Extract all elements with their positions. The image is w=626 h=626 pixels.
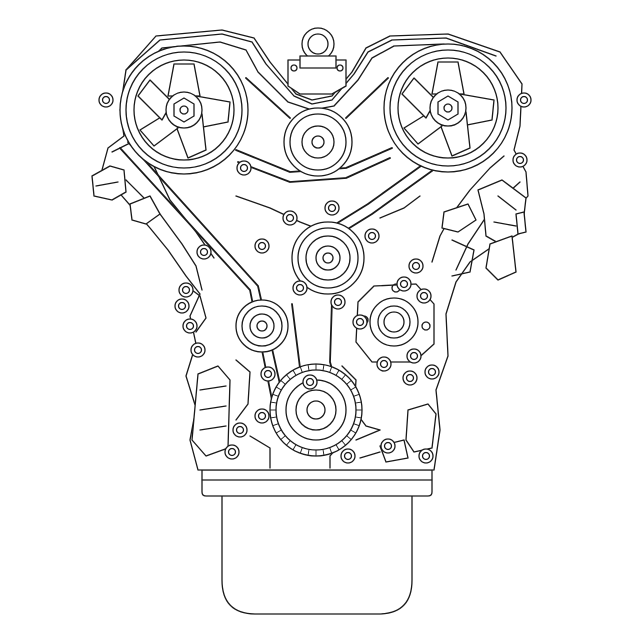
thermostat-housing-icon — [287, 27, 347, 95]
crankshaft-sprocket-icon — [269, 363, 363, 457]
water-pump-icon — [355, 283, 435, 363]
camshaft-sprocket-right-icon — [383, 43, 513, 173]
lower-idler-pulley-icon — [235, 299, 289, 353]
camshaft-sprocket-left-icon — [119, 45, 249, 175]
oil-pan-icon — [201, 469, 433, 615]
upper-idler-pulley-icon — [283, 107, 353, 177]
bolt-group — [98, 92, 532, 464]
tensioner-pulley-icon — [291, 221, 365, 295]
